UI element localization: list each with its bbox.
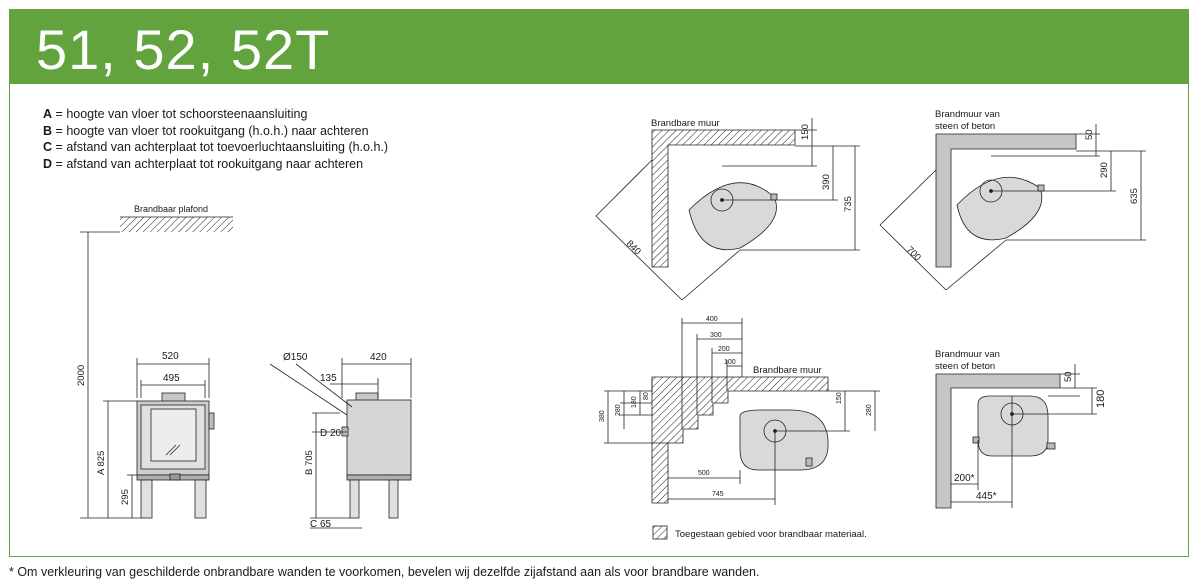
dim-leg-height: 295 [120,489,131,505]
dim-right: 735 [843,196,854,212]
hatch-legend-label: Toegestaan gebied voor brandbaar materia… [675,529,867,540]
wall-combustible-labels: 400 300 200 100 Brandbare muur 380 280 1… [599,316,873,498]
footnote: * Om verkleuring van geschilderde onbran… [9,565,760,579]
wall-noncombustible-labels: Brandmuur van steen of beton 50 180 200*… [935,349,1107,502]
hatch-legend: Toegestaan gebied voor brandbaar materia… [652,525,867,540]
dim-right: 635 [1129,188,1140,204]
dim-total-height: 2000 [76,365,87,386]
front-view-labels: 2000 A 825 295 520 495 [76,351,180,505]
dim-150: 150 [836,392,843,404]
page-title: 51, 52, 52T [36,18,331,81]
dim-50: 50 [1063,371,1074,382]
dim-left-380: 380 [599,410,606,422]
ceiling-label: Brandbaar plafond [134,204,208,214]
legend-row-c: C = afstand van achterplaat tot toevoerl… [43,140,389,155]
dim-flue-offset: 135 [320,373,337,384]
side-view [269,358,412,529]
dim-d: D 20 [320,428,342,439]
dim-745: 745 [712,491,724,498]
dim-left-280: 280 [615,404,622,416]
dim-diag: 700 [904,244,923,263]
dim-inner-width: 495 [163,373,180,384]
legend-row-d: D = afstand van achterplaat tot rookuitg… [43,156,364,171]
wall-combustible [604,318,880,505]
dimension-legend: A = hoogte van vloer tot schoorsteenaans… [43,106,388,172]
dim-left-180: 180 [631,396,638,408]
dim-280: 280 [866,404,873,416]
side-view-labels: Ø150 420 135 D 20 B 705 C 65 [283,352,387,530]
dim-300: 300 [710,332,722,339]
dim-diag: 840 [624,238,643,257]
dim-top: 50 [1084,129,1095,140]
corner-45-noncombustible [879,124,1146,291]
dim-200: 200* [954,473,975,484]
corner-45-combustible [595,118,860,301]
wall-label-1: Brandmuur van [935,349,1000,360]
dim-mid: 290 [1099,162,1110,178]
wall-label: Brandbare muur [753,365,822,376]
dim-b: B 705 [304,450,315,475]
dim-mid: 390 [821,174,832,190]
dim-500: 500 [698,470,710,477]
dim-400: 400 [706,316,718,323]
wall-label-1: Brandmuur van [935,109,1000,120]
dim-445: 445* [976,491,997,502]
wall-label-2: steen of beton [935,121,995,132]
dim-top: 150 [800,124,811,140]
legend-row-a: A = hoogte van vloer tot schoorsteenaans… [43,107,308,121]
wall-label: Brandbare muur [651,118,720,129]
dim-left-80: 80 [643,392,650,400]
title-bar: 51, 52, 52T [9,9,1189,84]
dim-flue-diameter: Ø150 [283,352,308,363]
dim-depth: 420 [370,352,387,363]
wall-label-2: steen of beton [935,361,995,372]
hatch-swatch [652,525,668,540]
dim-a-height: A 825 [96,451,107,475]
dim-overall-width: 520 [162,351,179,362]
dim-200: 200 [718,346,730,353]
legend-row-b: B = hoogte van vloer tot rookuitgang (h.… [43,123,369,138]
front-view: Brandbaar plafond [80,204,233,519]
ceiling-hatch [120,217,233,232]
wall-noncombustible [935,364,1097,509]
dim-100: 100 [724,359,736,366]
dim-180: 180 [1095,390,1107,408]
dim-c: C 65 [310,519,332,530]
